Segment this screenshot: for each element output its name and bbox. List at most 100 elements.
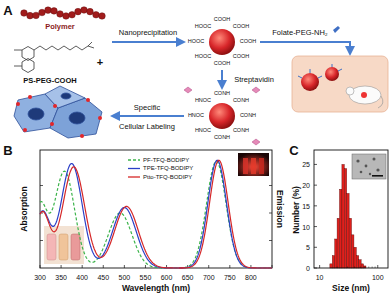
figure-art: [124, 265, 125, 268]
figure-art: [93, 11, 100, 18]
figure-art: [349, 86, 381, 104]
figure-art: [128, 176, 140, 177]
step-label: Folate-PEG-NH₂: [272, 29, 327, 37]
tick-label: 10: [302, 223, 310, 230]
figure-art: [333, 26, 340, 33]
figure-art: [346, 87, 354, 95]
figure-art: [103, 265, 104, 268]
in-vivo-panel: [292, 56, 388, 112]
figure-art: [34, 46, 88, 50]
figure-art: [364, 267, 365, 269]
surface-group: CONH: [240, 113, 256, 119]
tick-label: 550: [140, 274, 152, 281]
tick-label: 400: [76, 274, 88, 281]
figure-art: [314, 226, 317, 227]
figure-art: [229, 265, 230, 268]
figure-art: [33, 12, 40, 19]
figure-art: [310, 69, 311, 73]
figure-art: [314, 247, 317, 248]
figure-art: [128, 168, 140, 169]
figure-art: [112, 41, 184, 43]
figure-art: [332, 64, 333, 67]
figure-art: [337, 267, 338, 269]
figure-art: [22, 59, 34, 73]
legend-text: TPE-TFQ-BODIPY: [143, 165, 193, 171]
figure-art: [349, 218, 351, 268]
axis-title: Number (%): [292, 186, 301, 234]
figure-art: [145, 265, 146, 268]
figure-art: [51, 8, 58, 15]
figure-art: [269, 240, 272, 241]
figure-art: [59, 234, 68, 260]
step-label: Specific: [134, 104, 160, 112]
figure-art: [354, 267, 355, 269]
tick-label: 600: [161, 274, 173, 281]
surface-group: CONH: [233, 128, 249, 134]
figure-art: [69, 11, 76, 18]
figure-art: [314, 185, 317, 186]
surface-group: COOH: [240, 39, 257, 45]
figure-art: [352, 235, 354, 268]
figure-art: [377, 265, 378, 268]
tick-label: 300: [34, 274, 46, 281]
figure-art: [184, 87, 192, 93]
figure-art: [39, 9, 46, 16]
figure-art: [179, 161, 272, 268]
figure-art: [301, 73, 319, 91]
spectra: [40, 160, 272, 268]
figure-art: [45, 86, 85, 108]
figure-art: [298, 64, 342, 78]
tick-label: 10: [316, 274, 324, 281]
tick-label: 650: [182, 274, 194, 281]
figure-art: [251, 158, 256, 174]
figure-art: [63, 13, 70, 20]
axis-title: Emission: [276, 190, 285, 228]
figure-art: [61, 265, 62, 268]
figure-art: [40, 171, 183, 268]
figure-art: [80, 134, 84, 138]
figure-art: [330, 264, 332, 268]
figure-art: [314, 268, 317, 269]
step-label: Cellular Labeling: [119, 123, 175, 131]
figure-art: [298, 76, 302, 78]
surface-group: CONH: [214, 135, 230, 141]
tick-label: 700: [203, 274, 215, 281]
labeled-cells: [14, 86, 102, 138]
figure-art: [28, 108, 44, 120]
figure-art: [238, 153, 269, 176]
figure-art: [269, 185, 272, 186]
tick-label: 0: [306, 265, 310, 272]
figure-art: [375, 267, 376, 269]
axis-title: Wavelength (nm): [122, 284, 190, 293]
surface-group: HNOC: [195, 98, 211, 104]
panel-letter: A: [3, 4, 12, 17]
figure-art: [356, 159, 359, 162]
figure-art: [361, 264, 363, 268]
polymer-chain: [21, 7, 106, 20]
figure-art: [252, 87, 260, 93]
figure-art: [376, 168, 379, 171]
component-label: Polymer: [45, 23, 75, 31]
figure-art: [338, 69, 342, 71]
figure-art: [243, 158, 248, 174]
surface-group: COOH: [233, 54, 250, 60]
tick-label: 450: [97, 274, 109, 281]
figure-art: [27, 12, 34, 19]
figure-art: [314, 164, 317, 165]
figure-art: [40, 265, 41, 268]
figure-art: [356, 158, 379, 176]
folate-icon: [333, 26, 340, 33]
streptavidin: [184, 87, 260, 145]
figure-art: [359, 260, 361, 268]
figure-art: [260, 42, 350, 54]
tick-label: 5: [306, 244, 310, 251]
figure-art: [319, 265, 320, 268]
figure-art: [99, 13, 106, 20]
figure-art: [81, 7, 88, 14]
tick-label: 800: [245, 274, 257, 281]
plus-sign: +: [97, 57, 103, 68]
figure-art: [347, 193, 349, 268]
figure-art: [369, 173, 371, 175]
figure-art: [87, 8, 94, 15]
